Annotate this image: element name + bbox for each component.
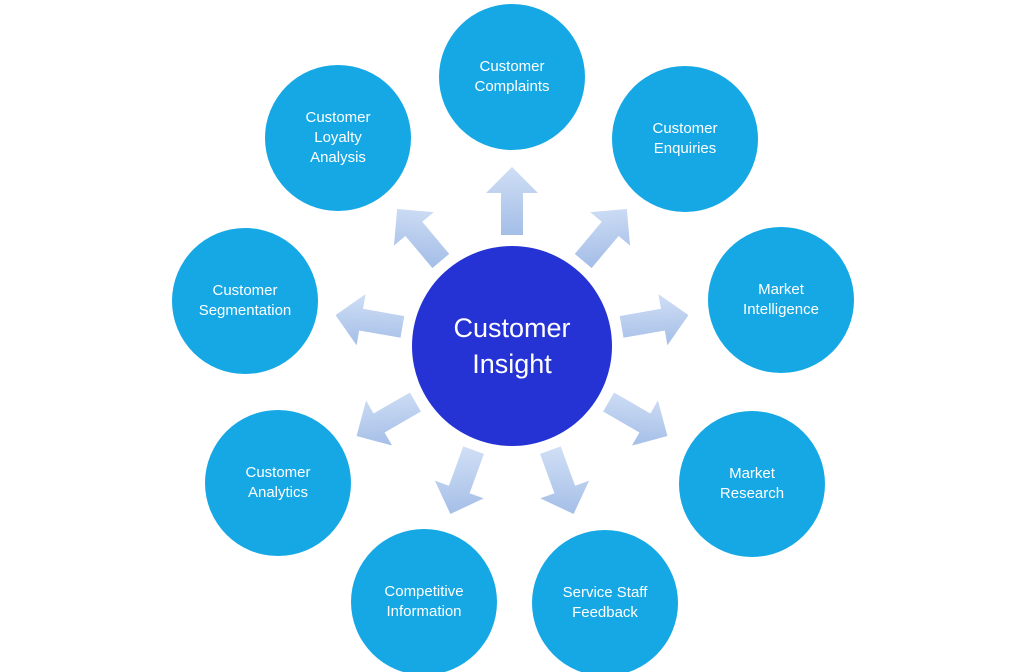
arrow-icon <box>602 391 668 446</box>
node-label: Customer Enquiries <box>652 120 718 157</box>
node-competitive-information: Competitive Information <box>351 529 497 672</box>
node-customer-enquiries: Customer Enquiries <box>612 66 758 212</box>
node-label: Customer Segmentation <box>198 282 292 319</box>
node-label: Customer Loyalty Analysis <box>305 109 371 166</box>
node-customer-complaints: Customer Complaints <box>439 4 585 150</box>
node-label: Market Research <box>719 465 785 502</box>
arrow-icon <box>435 446 485 515</box>
node-market-research: Market Research <box>679 411 825 557</box>
center-node-label: Customer Insight <box>453 312 571 379</box>
node-label: Market Intelligence <box>743 281 819 318</box>
node-label: Service Staff Feedback <box>562 584 648 621</box>
node-market-intelligence: Market Intelligence <box>708 227 854 373</box>
node-customer-loyalty-analysis: Customer Loyalty Analysis <box>265 65 411 211</box>
node-label: Customer Complaints <box>474 58 550 95</box>
arrow-icon <box>619 293 689 346</box>
node-label: Customer Analytics <box>245 464 311 501</box>
arrow-icon <box>356 391 422 446</box>
arrow-icon <box>574 208 631 269</box>
arrow-icon <box>393 208 450 269</box>
node-label: Competitive Information <box>384 583 464 620</box>
arrow-icon <box>539 446 589 515</box>
node-service-staff-feedback: Service Staff Feedback <box>532 530 678 672</box>
node-customer-analytics: Customer Analytics <box>205 410 351 556</box>
arrow-icon <box>335 293 405 346</box>
arrow-icon <box>486 167 538 235</box>
node-customer-segmentation: Customer Segmentation <box>172 228 318 374</box>
center-node-customer-insight: Customer Insight <box>412 246 612 446</box>
